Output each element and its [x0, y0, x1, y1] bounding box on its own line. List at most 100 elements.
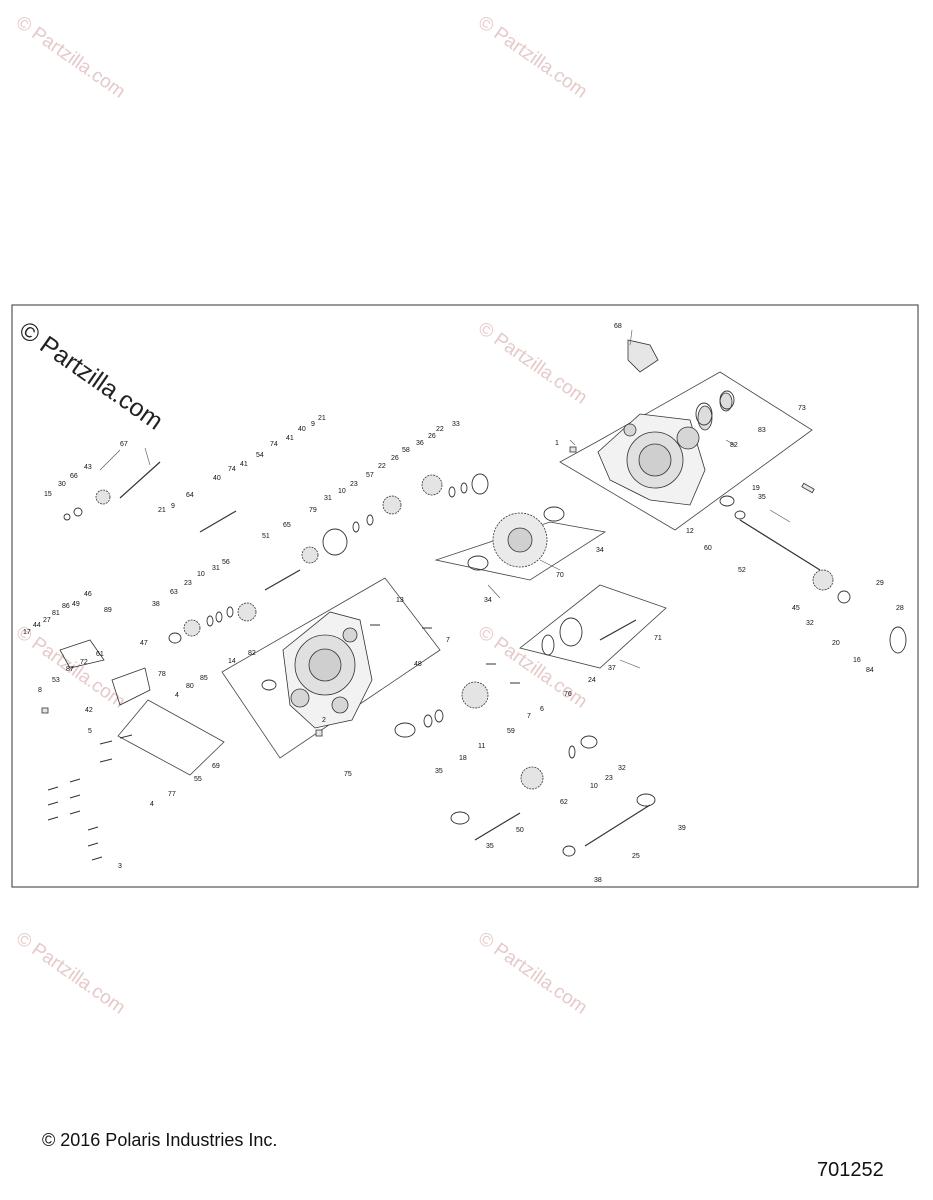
callout-36: 36: [416, 440, 424, 447]
callout-numbers: 1 68 73 82 83 19 35 12 60 52 45 32 29 28…: [23, 323, 904, 884]
copyright-text: © 2016 Polaris Industries Inc.: [42, 1130, 278, 1150]
callout-42: 42: [85, 707, 93, 714]
rings-bearings: [63, 390, 907, 857]
callout-30: 30: [58, 481, 66, 488]
callout-25: 25: [632, 853, 640, 860]
callout-4-a: 4: [175, 692, 179, 699]
callout-9-b: 9: [171, 503, 175, 510]
callout-35-b: 35: [435, 768, 443, 775]
callout-7-a: 7: [527, 713, 531, 720]
callout-77: 77: [168, 791, 176, 798]
callout-4-b: 4: [150, 801, 154, 808]
callout-22-b: 22: [436, 426, 444, 433]
callout-28: 28: [896, 605, 904, 612]
callout-3: 3: [118, 863, 122, 870]
callout-50: 50: [516, 827, 524, 834]
callout-20: 20: [832, 640, 840, 647]
callout-63: 63: [170, 589, 178, 596]
callout-78: 78: [158, 671, 166, 678]
callout-71: 71: [654, 635, 662, 642]
callout-74-a: 74: [270, 441, 278, 448]
callout-16: 16: [853, 657, 861, 664]
diagram-frame: [11, 304, 919, 888]
callout-23-a: 23: [605, 775, 613, 782]
callout-72: 72: [80, 659, 88, 666]
callout-15: 15: [44, 491, 52, 498]
transaxle-case-center: [282, 611, 373, 729]
callout-31-b: 31: [324, 495, 332, 502]
callout-31-a: 31: [212, 565, 220, 572]
callout-32-a: 32: [806, 620, 814, 627]
callout-49: 49: [72, 601, 80, 608]
leader-lines: [99, 329, 791, 669]
callout-40-a: 40: [298, 426, 306, 433]
callout-56: 56: [222, 559, 230, 566]
callout-86: 86: [62, 603, 70, 610]
callout-41-a: 41: [286, 435, 294, 442]
callout-7-b: 7: [446, 637, 450, 644]
callout-10-a: 10: [590, 783, 598, 790]
callout-35-c: 35: [486, 843, 494, 850]
diagram-number: 701252: [817, 1159, 884, 1181]
callout-60: 60: [704, 545, 712, 552]
callout-82: 82: [730, 442, 738, 449]
callout-9-a: 9: [311, 421, 315, 428]
callout-44: 44: [33, 622, 41, 629]
callout-81: 81: [52, 610, 60, 617]
callout-32-b: 32: [618, 765, 626, 772]
callout-48: 48: [414, 661, 422, 668]
callout-19: 19: [752, 485, 760, 492]
callout-10-c: 10: [338, 488, 346, 495]
callout-87: 87: [66, 666, 74, 673]
callout-24: 24: [588, 677, 596, 684]
callout-75: 75: [344, 771, 352, 778]
callout-82-b: 82: [248, 650, 256, 657]
callout-53: 53: [52, 677, 60, 684]
callout-34-b: 34: [484, 597, 492, 604]
callout-65: 65: [283, 522, 291, 529]
callout-74-b: 74: [228, 466, 236, 473]
callout-8: 8: [38, 687, 42, 694]
callout-61: 61: [96, 651, 104, 658]
callout-54: 54: [256, 452, 264, 459]
callout-26-a: 26: [391, 455, 399, 462]
callout-10-b: 10: [197, 571, 205, 578]
shafts: [119, 461, 821, 847]
callout-58: 58: [402, 447, 410, 454]
callout-23-c: 23: [350, 481, 358, 488]
callout-57: 57: [366, 472, 374, 479]
callout-62: 62: [560, 799, 568, 806]
callout-69: 69: [212, 763, 220, 770]
callout-80: 80: [186, 683, 194, 690]
callout-67: 67: [120, 441, 128, 448]
callout-73: 73: [798, 405, 806, 412]
callout-37: 37: [608, 665, 616, 672]
callout-59: 59: [507, 728, 515, 735]
callout-79: 79: [309, 507, 317, 514]
callout-2: 2: [322, 717, 326, 724]
callout-14: 14: [228, 658, 236, 665]
callout-29: 29: [876, 580, 884, 587]
callout-35-a: 35: [758, 494, 766, 501]
callout-27: 27: [43, 617, 51, 624]
callout-43: 43: [84, 464, 92, 471]
callout-70: 70: [556, 572, 564, 579]
callout-68: 68: [614, 323, 622, 330]
callout-23-b: 23: [184, 580, 192, 587]
gears: [95, 474, 834, 790]
group-outlines: [117, 371, 813, 776]
callout-5: 5: [88, 728, 92, 735]
callout-13: 13: [396, 597, 404, 604]
callout-26-b: 26: [428, 433, 436, 440]
callout-38: 38: [594, 877, 602, 884]
callout-64: 64: [186, 492, 194, 499]
callout-85: 85: [200, 675, 208, 682]
callout-22-a: 22: [378, 463, 386, 470]
callout-84: 84: [866, 667, 874, 674]
callout-21-a: 21: [318, 415, 326, 422]
callout-83: 83: [758, 427, 766, 434]
callout-39: 39: [678, 825, 686, 832]
callout-1: 1: [555, 440, 559, 447]
callout-76: 76: [564, 691, 572, 698]
